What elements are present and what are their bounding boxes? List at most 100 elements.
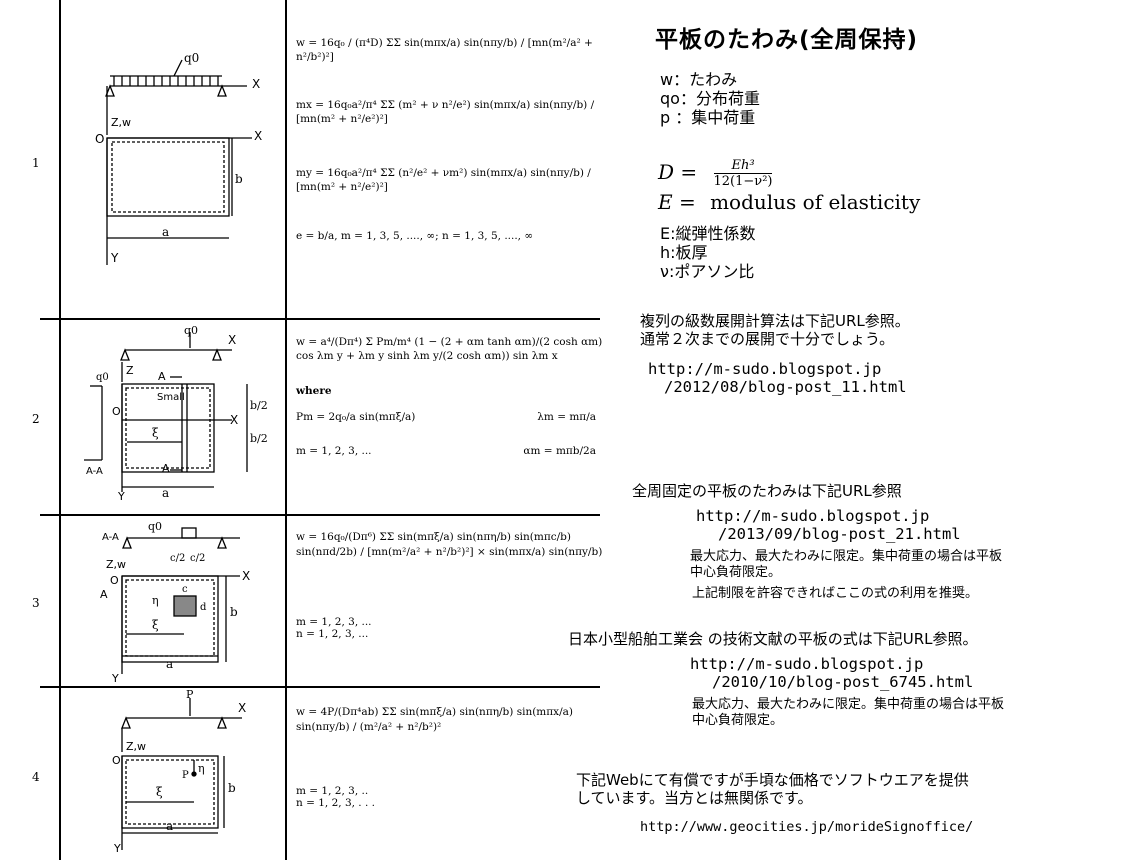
label-origin: O [112,754,121,767]
equation-d: D = Eh³ 12(1−ν²) [658,158,773,189]
equation-e: E = modulus of elasticity [658,190,920,214]
formula-r1-my: my = 16q₀a²/π⁴ ΣΣ (n²/e² + νm²) sin(mπx/… [296,167,591,193]
plate-diagram-4: P X Z,w O P η ξ b a Y [112,688,246,855]
formula-r3-w: w = 16q₀/(Dπ⁶) ΣΣ sin(mπξ/a) sin(nπη/b) … [296,531,603,558]
label-a: a [166,819,173,833]
label-y-axis: Y [111,672,119,685]
note-limit-2a: 最大応力、最大たわみに限定。集中荷重の場合は平板 [692,697,1005,712]
equation-d-numerator: Eh³ [713,158,773,174]
formula-block-2: w = a⁴/(Dπ⁴) Σ Pm/m⁴ (1 − (2 + αm tanh α… [296,335,616,457]
label-a: a [162,486,169,500]
label-origin: O [112,405,121,418]
label-a: a [162,225,169,239]
label-y-axis: Y [113,842,121,855]
equation-d-denominator: 12(1−ν²) [713,174,773,189]
formula-block-1: w = 16q₀ / (π⁴D) ΣΣ sin(mπx/a) sin(nπy/b… [296,22,616,242]
link-url-3b[interactable]: /2010/10/blog-post_6745.html [712,673,974,691]
label-section-a: A [162,462,170,475]
label-eta: η [152,594,159,607]
plate-diagram-3: q0 A-A c/2 c/2 Z,w O X c η d A ξ b a Y [100,520,250,685]
label-xi: ξ [152,426,159,440]
note-software-2: しています。当方とは無関係です。 [576,789,813,807]
label-x-axis: X [242,569,250,583]
note-fixed: 全周固定の平板のたわみは下記URL参照 [632,482,902,500]
label-q0: q0 [184,51,199,65]
row-number: 1 [32,156,40,170]
label-z: Z [126,364,134,377]
label-section-aa: A-A [86,466,103,477]
formula-r4-n: n = 1, 2, 3, . . . [296,797,375,809]
equation-e-lhs: E = [658,190,696,214]
label-b-half: b/2 [250,399,268,412]
equation-d-lhs: D = [658,160,698,184]
label-q0: q0 [148,520,162,533]
label-x-axis: X [238,701,246,715]
note-series-2: 通常２次までの展開で十分でしょう。 [640,330,895,348]
formula-r1-w: w = 16q₀ / (π⁴D) ΣΣ sin(mπx/a) sin(nπy/b… [296,37,593,63]
formula-r3-m: m = 1, 2, 3, ... [296,616,372,628]
label-p: P [186,688,194,701]
label-x-axis: X [252,77,260,91]
label-xi: ξ [152,618,159,632]
row-divider [40,686,600,688]
label-p: P [182,770,189,781]
note-limit-1c: 上記制限を許容できればここの式の利用を推奨。 [692,586,979,601]
formula-r2-m: m = 1, 2, 3, ... [296,445,372,457]
label-d: d [200,602,207,613]
link-url-2b[interactable]: /2013/09/blog-post_21.html [718,525,961,543]
formula-r1-mx: mx = 16q₀a²/π⁴ ΣΣ (m² + ν n²/e²) sin(mπx… [296,99,595,125]
label-section-a: A [100,588,108,601]
formula-r2-where: where [296,385,332,397]
formula-r2-am: αm = mπb/2a [523,445,596,457]
label-origin: O [110,574,119,587]
symbol-legend: w：たわみ qo：分布荷重 p ：集中荷重 [660,70,760,127]
label-q0: q0 [184,324,198,337]
label-zw: Z,w [126,740,146,753]
label-c-half: c/2 [170,553,185,564]
label-b: b [235,172,243,186]
distributed-load-arrows [110,75,222,86]
label-x-axis: X [228,333,236,347]
note-series-1: 複列の級数展開計算法は下記URL参照。 [640,312,910,330]
link-url-4[interactable]: http://www.geocities.jp/morideSignoffice… [640,819,974,835]
label-c: c [182,584,188,595]
label-a: a [166,657,173,671]
formula-r4-m: m = 1, 2, 3, .. [296,785,369,797]
row-divider [40,514,600,516]
note-limit-2b: 中心負荷限定。 [692,713,784,728]
label-b: b [228,781,236,795]
label-c-half: c/2 [190,553,205,564]
label-small: Small [157,392,185,403]
formula-block-4: w = 4P/(Dπ⁴ab) ΣΣ sin(mπξ/a) sin(nπη/b) … [296,705,616,809]
formula-r4-w: w = 4P/(Dπ⁴ab) ΣΣ sin(mπξ/a) sin(nπη/b) … [296,706,573,733]
row-number: 4 [32,770,40,784]
link-url-1a[interactable]: http://m-sudo.blogspot.jp [648,360,882,378]
row-number: 2 [32,412,40,426]
legend-p: p ：集中荷重 [660,108,756,127]
formula-r1-e: e = b/a, m = 1, 3, 5, ...., ∞; n = 1, 3,… [296,230,534,242]
label-x-axis: X [254,129,262,143]
legend-e: E:縦弾性係数 [660,224,756,243]
note-software-1: 下記Webにて有償ですが手頃な価格でソフトウエアを提供 [576,771,969,789]
link-url-2a[interactable]: http://m-sudo.blogspot.jp [696,507,930,525]
label-zw: Z,w [106,558,126,571]
material-legend: E:縦弾性係数 h:板厚 ν:ポアソン比 [660,224,756,281]
legend-q0: qo：分布荷重 [660,89,760,108]
table-mid-border [285,0,287,860]
page-title: 平板のたわみ(全周保持) [655,27,919,53]
formula-r2-pm: Pm = 2q₀/a sin(mπξ/a) [296,411,416,423]
link-url-1b[interactable]: /2012/08/blog-post_11.html [664,378,907,396]
link-url-3a[interactable]: http://m-sudo.blogspot.jp [690,655,924,673]
label-x-axis: X [230,413,238,427]
label-xi: ξ [156,785,163,799]
formula-r3-n: n = 1, 2, 3, ... [296,628,369,640]
label-q0: q0 [96,372,109,383]
label-origin: O [95,132,104,146]
plate-diagram-1: q0 X Z,w O X b a Y [95,51,262,265]
row-divider [40,318,600,320]
label-section-a: A [158,370,166,383]
label-eta: η [198,762,205,775]
label-y-axis: Y [117,490,125,503]
formula-r2-lm: λm = mπ/a [537,411,596,423]
label-b: b [230,605,238,619]
